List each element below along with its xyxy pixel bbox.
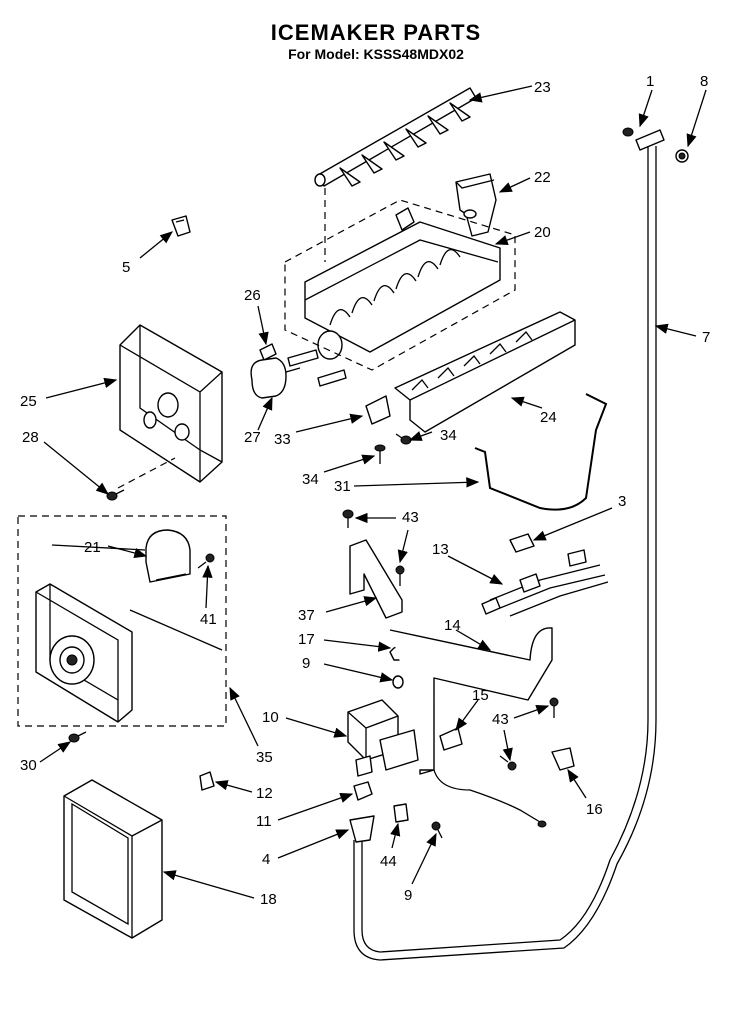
callout-21: 21	[84, 539, 101, 556]
callout-33: 33	[274, 431, 291, 448]
motor-part	[145, 529, 191, 583]
screw-part-34-a	[374, 444, 386, 464]
fitting-part	[622, 127, 689, 163]
insulation-pad-part	[63, 779, 163, 939]
thermostat-part	[250, 357, 301, 399]
grommet-part-9	[392, 675, 404, 689]
callout-44: 44	[380, 853, 397, 870]
diagram-title: ICEMAKER PARTS	[270, 20, 482, 45]
screw-part-43-a	[342, 509, 354, 528]
callout-16: 16	[586, 801, 603, 818]
callout-3: 3	[618, 493, 626, 510]
callout-4: 4	[262, 851, 270, 868]
callout-24: 24	[540, 409, 557, 426]
callout-31: 31	[334, 478, 351, 495]
nut-part-11	[353, 781, 373, 801]
fill-cup-part	[455, 173, 497, 237]
module-kit-guide-lines	[51, 544, 223, 651]
callout-35: 35	[256, 749, 273, 766]
callout-23: 23	[534, 79, 551, 96]
callout-1: 1	[646, 73, 654, 90]
valve-bracket-part	[349, 539, 403, 619]
water-tube-part	[361, 146, 649, 953]
callout-5: 5	[122, 259, 130, 276]
ejector-shaft-part	[314, 87, 477, 187]
diagram-subtitle: For Model: KSSS48MDX02	[288, 46, 464, 62]
callout-28: 28	[22, 429, 39, 446]
tube-clamp-part	[551, 747, 575, 771]
water-tube-outer-wall	[353, 146, 657, 961]
callout-17: 17	[298, 631, 315, 648]
callout-9-b: 9	[404, 887, 412, 904]
module-housing-part	[119, 324, 223, 483]
callout-34-b: 34	[440, 427, 457, 444]
heater-cord-end	[537, 820, 547, 828]
callout-26: 26	[244, 287, 261, 304]
callout-37: 37	[298, 607, 315, 624]
clip-part	[171, 215, 191, 237]
shutoff-arm-part	[474, 393, 608, 511]
retainer-clip-part	[259, 343, 277, 361]
module-plate-part	[35, 583, 133, 723]
callout-43-a: 43	[402, 509, 419, 526]
connector-part	[509, 533, 535, 553]
screw-part-15	[499, 755, 517, 771]
callout-41: 41	[200, 611, 217, 628]
screw-28-alignment	[117, 457, 176, 489]
callout-30: 30	[20, 757, 37, 774]
clamp-part	[439, 727, 463, 751]
module-kit-outline	[17, 515, 227, 727]
callout-9-a: 9	[302, 655, 310, 672]
screw-part-9-lower	[431, 821, 443, 839]
mounting-bracket-part	[365, 395, 391, 425]
callout-18: 18	[260, 891, 277, 908]
callout-27: 27	[244, 429, 261, 446]
mold-part	[287, 207, 501, 387]
callout-8: 8	[700, 73, 708, 90]
callout-25: 25	[20, 393, 37, 410]
callout-22: 22	[534, 169, 551, 186]
leader-arrows	[39, 85, 707, 899]
stripper-part	[394, 311, 576, 433]
callout-20: 20	[534, 224, 551, 241]
callout-15: 15	[472, 687, 489, 704]
screw-part-41	[197, 553, 215, 569]
screw-part-28	[106, 489, 125, 501]
callout-10: 10	[262, 709, 279, 726]
callout-12: 12	[256, 785, 273, 802]
screw-part-43-c	[549, 697, 559, 718]
callout-11: 11	[256, 813, 272, 830]
insert-part	[393, 803, 409, 823]
callout-labels: 1 8 23 22 20 5 26 25 27 28 33 34 34 24 3…	[20, 73, 710, 908]
water-valve-part	[347, 699, 419, 777]
callout-14: 14	[444, 617, 461, 634]
screw-part-30	[68, 731, 87, 743]
screw-part-43-b	[395, 565, 405, 586]
mold-assembly-outline	[284, 199, 516, 371]
callout-34-a: 34	[302, 471, 319, 488]
inlet-fitting-part	[349, 815, 375, 843]
heater-cord-part	[433, 769, 541, 823]
callout-7: 7	[702, 329, 710, 346]
callout-43-b: 43	[492, 711, 509, 728]
wiring-harness-part	[481, 549, 609, 617]
screw-part-34-b	[395, 433, 412, 445]
wire-nut-part	[199, 771, 215, 791]
callout-13: 13	[432, 541, 449, 558]
